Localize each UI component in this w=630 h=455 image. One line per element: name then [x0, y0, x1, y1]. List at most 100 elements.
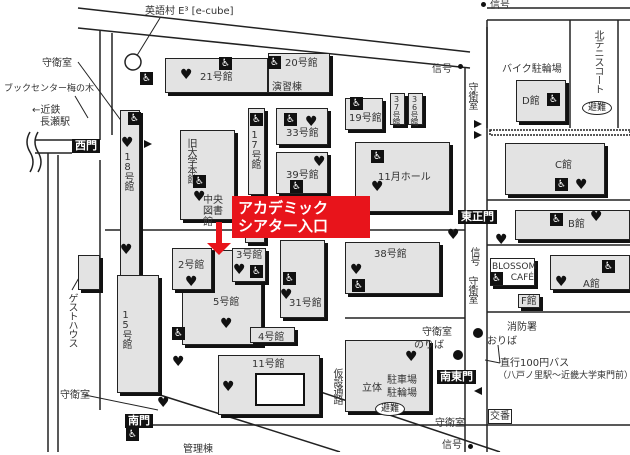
- signal-dot-icon: [468, 444, 473, 449]
- label-b36: 36号館: [410, 95, 419, 125]
- label-b20: 20号館: [285, 58, 318, 69]
- building-17[interactable]: [248, 108, 265, 195]
- label-b37: 37号館: [392, 95, 401, 125]
- label-koban: 交番: [488, 409, 512, 424]
- aed-heart-icon: ♥: [172, 354, 185, 370]
- label-signal-3: 信号: [442, 440, 462, 451]
- label-station-arrow: ←近鉄: [32, 105, 61, 116]
- aed-heart-icon: ♥: [305, 114, 318, 130]
- building-11-court: [255, 373, 305, 406]
- label-b21: 21号館: [200, 72, 233, 83]
- aed-heart-icon: ♥: [447, 227, 460, 243]
- aed-heart-icon: ♥: [350, 262, 363, 278]
- label-parking-2: 駐車場: [387, 375, 417, 386]
- aed-heart-icon: ♥: [590, 209, 603, 225]
- gate-west[interactable]: 西門: [72, 139, 100, 153]
- label-guesthouse: ゲストハウス: [66, 293, 77, 347]
- label-b2: 2号館: [178, 260, 205, 271]
- wheelchair-icon: ♿: [550, 213, 563, 226]
- label-fire-station: 消防署: [507, 322, 537, 333]
- label-parking-3: 駐輪場: [387, 388, 417, 399]
- label-b18: 18号館: [122, 152, 133, 190]
- building-39[interactable]: [276, 152, 328, 194]
- label-admin: 管理棟: [183, 444, 213, 455]
- evacuation-badge-2: 避難: [375, 402, 405, 416]
- label-temp-path: 仮設通路: [331, 368, 342, 404]
- aed-heart-icon: ♥: [233, 262, 246, 278]
- wheelchair-icon: ♿: [283, 272, 296, 285]
- label-bike-parking: バイク駐輪場: [502, 64, 562, 75]
- gate-south-east[interactable]: 南東門: [437, 370, 476, 384]
- aed-heart-icon: ♥: [222, 379, 235, 395]
- label-noriba: のりば: [414, 340, 444, 351]
- label-guard-ne: 守衛室: [466, 82, 477, 109]
- bus-stop-icon: [453, 350, 463, 360]
- label-tennis: 北テニスコート: [592, 30, 603, 93]
- label-b17: 17号館: [249, 130, 260, 168]
- label-parking-1: 立体: [362, 383, 382, 394]
- wheelchair-icon: ♿: [547, 93, 560, 106]
- building-2[interactable]: [172, 248, 212, 290]
- label-bF: F館: [521, 296, 537, 307]
- building-36[interactable]: [408, 93, 423, 125]
- building-A[interactable]: [550, 255, 630, 290]
- label-b31: 31号館: [289, 298, 322, 309]
- label-library: 中央図書館: [203, 195, 223, 228]
- callout-line-2: シアター入口: [238, 217, 329, 235]
- wheelchair-icon: ♿: [193, 175, 206, 188]
- label-station: 長瀬駅: [40, 117, 70, 128]
- aed-heart-icon: ♥: [555, 274, 568, 290]
- label-enshu: 演習棟: [272, 82, 302, 93]
- label-signal-4: 信号: [468, 247, 479, 265]
- building-F[interactable]: [518, 294, 540, 308]
- building-37[interactable]: [390, 93, 405, 125]
- aed-heart-icon: ♥: [220, 316, 233, 332]
- building-21[interactable]: [165, 58, 268, 93]
- entrance-arrow-shaft: [216, 222, 222, 244]
- wheelchair-icon: ♿: [490, 272, 503, 285]
- label-bC: C館: [555, 160, 572, 171]
- wheelchair-icon: ♿: [602, 260, 615, 273]
- aed-heart-icon: ♥: [280, 287, 293, 303]
- signal-dot-icon: [481, 2, 486, 7]
- academic-theater-entrance-callout[interactable]: アカデミック シアター入口: [232, 196, 370, 238]
- building-B[interactable]: [515, 210, 630, 240]
- wheelchair-icon: ♿: [268, 56, 281, 69]
- wheelchair-icon: ♿: [140, 72, 153, 85]
- aed-heart-icon: ♥: [313, 154, 326, 170]
- label-b19: 19号館: [349, 113, 382, 124]
- callout-line-1: アカデミック: [238, 199, 329, 217]
- label-blossom-cafe: BLOSSOM CAFÉ: [492, 262, 537, 283]
- aed-heart-icon: ♥: [121, 135, 134, 151]
- wheelchair-icon: ♿: [126, 428, 139, 441]
- aed-heart-icon: ♥: [185, 274, 198, 290]
- wheelchair-icon: ♿: [128, 112, 141, 125]
- aed-heart-icon: ♥: [193, 189, 206, 205]
- gate-south[interactable]: 南門: [125, 414, 153, 428]
- wheelchair-icon: ♿: [371, 150, 384, 163]
- evacuation-badge-1: 避難: [582, 101, 612, 115]
- building-november-hall[interactable]: [355, 142, 450, 212]
- guesthouse[interactable]: [78, 255, 100, 290]
- signal-dot-icon: [458, 64, 463, 69]
- gate-east-main[interactable]: 東正門: [458, 210, 497, 224]
- aed-heart-icon: ♥: [371, 179, 384, 195]
- wheelchair-icon: ♿: [250, 113, 263, 126]
- building-15[interactable]: [117, 275, 159, 393]
- building-4[interactable]: [250, 327, 295, 343]
- label-signal-2: 信号: [490, 0, 510, 11]
- building-old-main[interactable]: [180, 130, 235, 220]
- parking-structure[interactable]: [345, 340, 430, 412]
- aed-heart-icon: ♥: [575, 177, 588, 193]
- aed-heart-icon: ♥: [120, 242, 133, 258]
- aed-heart-icon: ♥: [180, 67, 193, 83]
- label-bus: 直行100円バス: [500, 358, 570, 369]
- wheelchair-icon: ♿: [219, 57, 232, 70]
- wheelchair-icon: ♿: [284, 113, 297, 126]
- label-guard-se: 守衛室: [435, 418, 465, 429]
- label-old-main: 旧大学本館: [185, 138, 196, 183]
- aed-heart-icon: ♥: [495, 232, 508, 248]
- ecube-marker: [124, 53, 142, 71]
- label-bus-route: （八戸ノ里駅〜近畿大学東門前）: [498, 371, 630, 381]
